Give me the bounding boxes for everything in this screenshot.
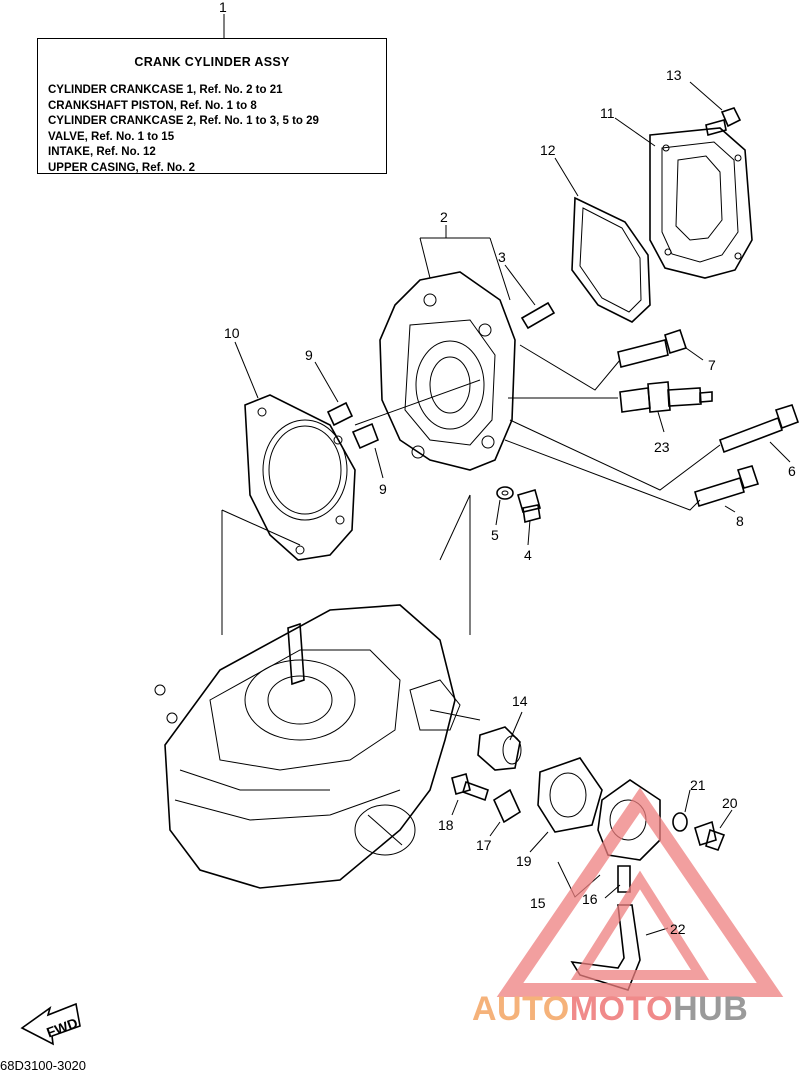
bolt-18: [451, 773, 489, 802]
legend-title: CRANK CYLINDER ASSY: [134, 55, 290, 69]
watermark-logo: [496, 787, 784, 997]
watermark-part-moto: MOTO: [569, 990, 674, 1028]
ref-label-21: 21: [690, 777, 706, 793]
ref-label-19: 19: [516, 853, 532, 869]
ref-label-7: 7: [708, 357, 716, 373]
legend-line: CRANKSHAFT PISTON, Ref. No. 1 to 8: [48, 99, 257, 112]
forward-direction-arrow: [20, 1002, 81, 1046]
ref-label-11: 11: [600, 105, 615, 121]
legend-line: CYLINDER CRANKCASE 1, Ref. No. 2 to 21: [48, 84, 283, 96]
ref-label-22: 22: [670, 921, 686, 937]
dowel-3: [520, 301, 556, 330]
bolt-20: [694, 820, 726, 851]
bolt-8: [694, 465, 760, 508]
ref-label-3: 3: [498, 249, 506, 265]
collar-17: [492, 788, 522, 824]
head-cover-gasket: [571, 196, 651, 323]
cylinder-head: [379, 271, 516, 471]
ref-label-12: 12: [540, 142, 556, 158]
legend-line: INTAKE, Ref. No. 12: [48, 146, 156, 158]
thermostat-gasket: [537, 757, 603, 833]
ref-label-1: 1: [219, 0, 227, 15]
ref-label-13: 13: [666, 67, 682, 83]
fwd-label: FWD: [44, 1015, 79, 1041]
ref-label-14: 14: [512, 693, 528, 709]
drawing-code: 68D3100-3020: [0, 1058, 87, 1073]
ref-label-6: 6: [788, 463, 796, 479]
ref-label-9b: 9: [379, 481, 387, 497]
watermark-part-hub: HUB: [673, 990, 749, 1028]
legend-lines: CYLINDER CRANKCASE 1, Ref. No. 2 to 21 C…: [48, 83, 319, 176]
bolt-4: [517, 489, 541, 524]
ref-label-2: 2: [440, 209, 448, 225]
cylinder-block: [154, 604, 481, 889]
watermark-text: AUTOMOTOHUB: [472, 990, 748, 1029]
assembly-legend-box: CRANK CYLINDER ASSY CYLINDER CRANKCASE 1…: [37, 38, 387, 174]
watermark-part-auto: AUTO: [472, 990, 570, 1028]
ref-label-10: 10: [224, 325, 240, 341]
ref-label-8: 8: [736, 513, 744, 529]
dowel-9-lower: [351, 422, 380, 450]
bolt-6: [718, 404, 800, 454]
ref-label-4: 4: [524, 547, 532, 563]
bolt-13: [705, 107, 742, 137]
cylinder-gasket: [244, 394, 356, 561]
bolt-7: [617, 328, 688, 368]
washer-5: [496, 486, 514, 500]
ref-label-17: 17: [476, 837, 492, 853]
thermostat-housing-14: [477, 726, 522, 771]
ref-label-18: 18: [438, 817, 454, 833]
hose-joint-16: [617, 865, 631, 893]
dowel-9-upper: [326, 401, 354, 427]
ref-label-16: 16: [582, 891, 598, 907]
legend-line: UPPER CASING, Ref. No. 2: [48, 161, 195, 174]
ref-label-23: 23: [654, 439, 670, 455]
ref-label-15: 15: [530, 895, 546, 911]
washer-21: [672, 812, 688, 832]
cylinder-head-cover: [649, 127, 753, 279]
legend-line: VALVE, Ref. No. 1 to 15: [48, 130, 175, 143]
ref-label-20: 20: [722, 795, 738, 811]
legend-line: CYLINDER CRANKCASE 2, Ref. No. 1 to 3, 5…: [48, 115, 319, 127]
ref-label-5: 5: [491, 527, 499, 543]
ref-label-9a: 9: [305, 347, 313, 363]
spark-plug: [619, 381, 713, 413]
